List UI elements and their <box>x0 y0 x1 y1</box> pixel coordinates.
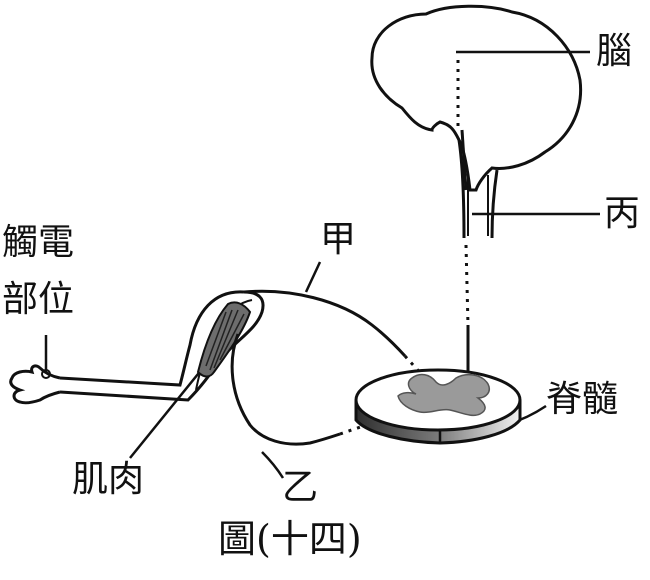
label-bing: 丙 <box>604 196 640 232</box>
brainstem-right <box>492 170 497 238</box>
brain-outline <box>372 6 581 190</box>
label-touch-line1: 觸電 <box>2 225 74 261</box>
label-jia: 甲 <box>320 222 356 258</box>
figure-caption: 圖(十四) <box>218 520 362 558</box>
nerve-jia <box>244 291 405 356</box>
label-muscle: 肌肉 <box>72 462 144 498</box>
pathway-spine-dotted <box>466 245 468 325</box>
leader-yi <box>262 452 283 478</box>
label-yi: 乙 <box>282 470 318 506</box>
hand-outline <box>11 366 60 403</box>
label-touch-line2: 部位 <box>2 282 74 318</box>
label-brain: 腦 <box>596 34 632 70</box>
nerve-yi <box>232 334 340 444</box>
leader-jia <box>306 262 320 292</box>
label-spinal-cord: 脊髓 <box>546 382 618 418</box>
